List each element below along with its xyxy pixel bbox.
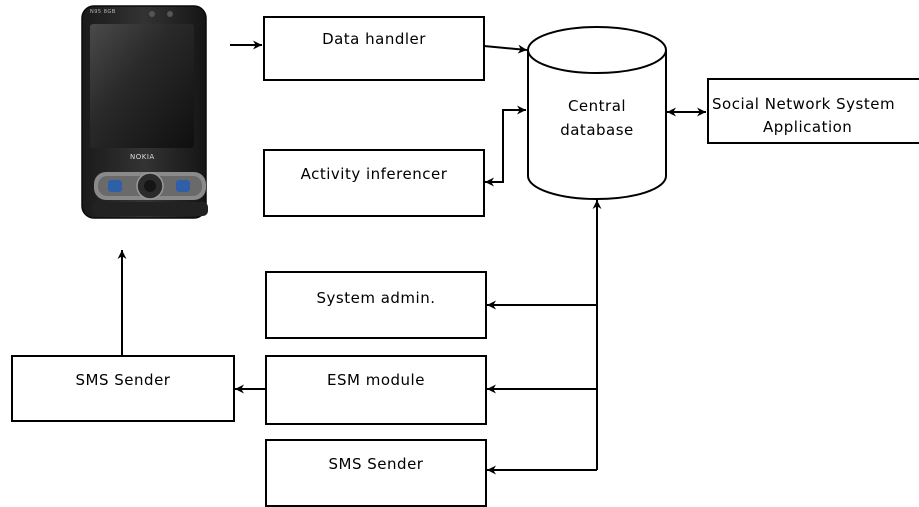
social-network-label-line2: Application	[763, 118, 853, 136]
activity-inferencer-box: Activity inferencer	[263, 149, 485, 217]
arrow-activity-inferencer-database	[485, 105, 526, 187]
mobile-phone-image	[81, 5, 208, 219]
sms-sender-bottom-box: SMS Sender	[265, 439, 487, 507]
system-admin-box: System admin.	[265, 271, 487, 339]
central-database-label-line2: database	[560, 121, 634, 139]
sms-sender-left-label: SMS Sender	[75, 371, 171, 389]
system-admin-label: System admin.	[316, 289, 436, 307]
sms-sender-bottom-label: SMS Sender	[328, 455, 424, 473]
arrow-data-handler-to-database	[483, 44, 528, 54]
social-network-label-line1: Social Network System	[712, 95, 896, 113]
central-database-label-line1: Central	[567, 97, 627, 115]
data-handler-label: Data handler	[322, 30, 426, 48]
central-database-cylinder	[527, 26, 667, 200]
sms-sender-left-box: SMS Sender	[11, 355, 235, 422]
social-network-box: Social Network System Application	[707, 78, 919, 144]
phone-model-label: N95 8GB	[90, 9, 116, 15]
data-handler-box: Data handler	[263, 16, 485, 81]
activity-inferencer-label: Activity inferencer	[300, 165, 448, 183]
phone-brand-label: NOKIA	[130, 153, 155, 161]
esm-module-box: ESM module	[265, 355, 487, 425]
esm-module-label: ESM module	[327, 371, 425, 389]
